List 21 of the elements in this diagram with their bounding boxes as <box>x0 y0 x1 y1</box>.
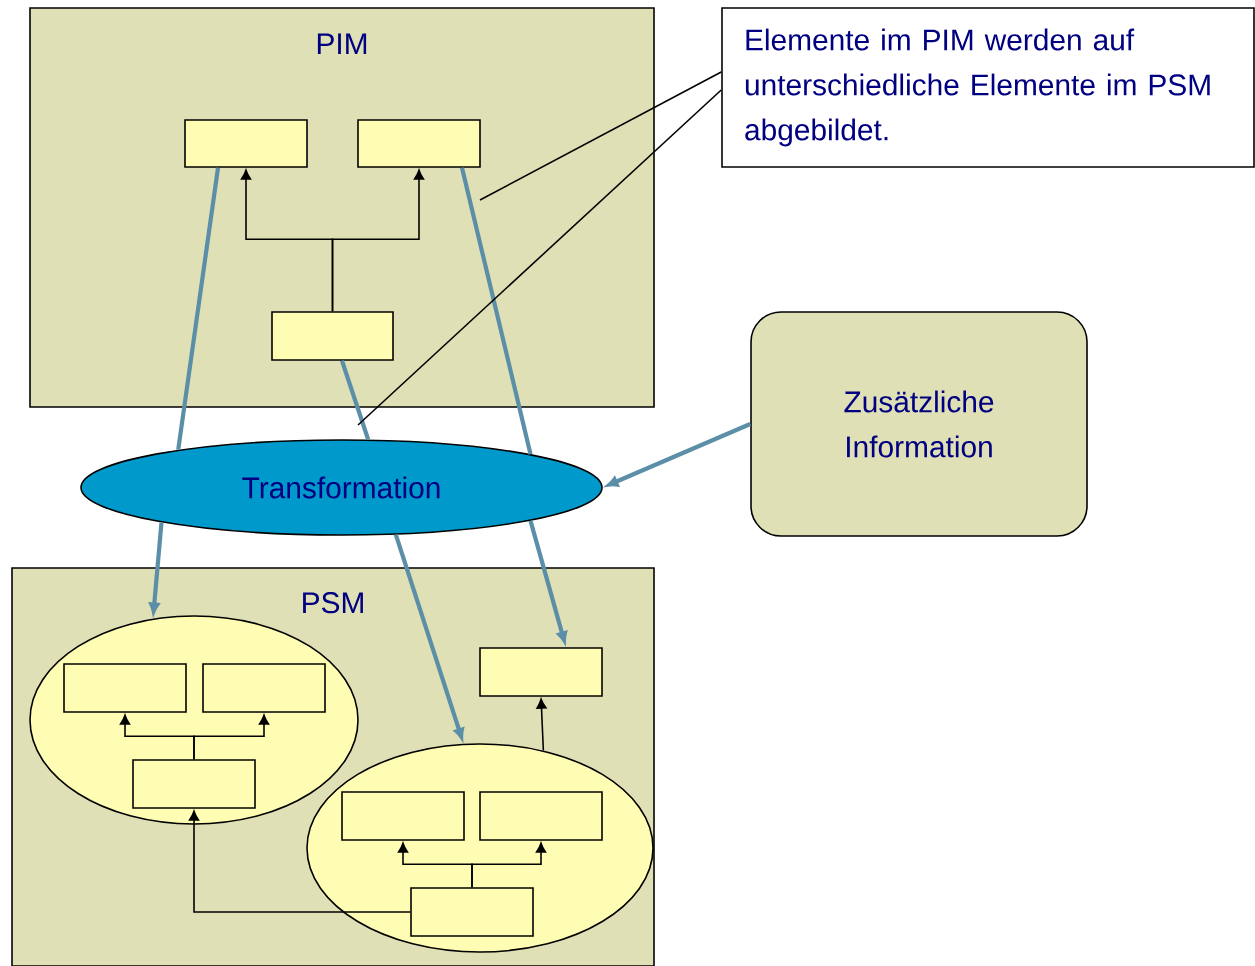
leader-line <box>357 89 722 426</box>
element-box <box>479 791 603 841</box>
element-box <box>357 119 481 168</box>
element-box <box>132 759 256 809</box>
arrow <box>193 714 270 760</box>
callout-box: Elemente im PIM werden auf unterschiedliche Elemente im PSM abgebildet. <box>721 7 1255 168</box>
element-box <box>271 311 394 361</box>
element-box <box>63 663 187 713</box>
arrow <box>536 698 547 752</box>
leader-line <box>479 71 722 201</box>
element-box <box>479 647 603 697</box>
input-box: Zusätzliche Information <box>750 311 1088 537</box>
mapping-arrow <box>606 422 752 487</box>
element-box <box>184 119 308 168</box>
arrow <box>471 842 547 888</box>
element-box <box>202 663 326 713</box>
arrow <box>188 810 411 913</box>
arrow <box>331 169 425 312</box>
element-box <box>341 791 465 841</box>
model-panel: PIM <box>29 7 655 408</box>
element-box <box>410 887 534 937</box>
